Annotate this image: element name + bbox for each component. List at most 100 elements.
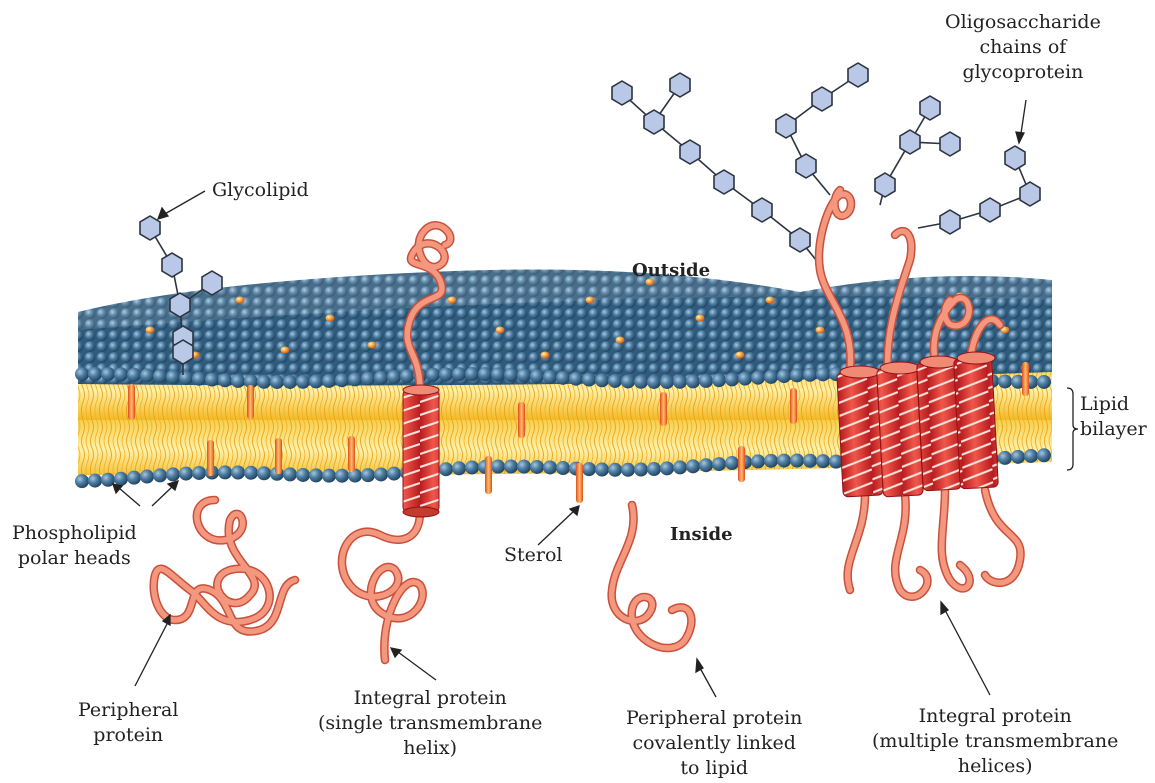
- inner-head-sphere: [621, 463, 635, 477]
- inner-head-sphere: [816, 454, 830, 468]
- inner-head-sphere: [582, 462, 596, 476]
- outer-head-sphere: [283, 375, 297, 389]
- oligosaccharide-label: Oligosaccharide chains of glycoprotein: [945, 10, 1101, 85]
- outer-head-sphere: [686, 374, 700, 388]
- inner-head-sphere: [1037, 448, 1051, 462]
- outer-head-sphere: [699, 374, 713, 388]
- outer-head-sphere: [114, 367, 128, 381]
- outer-head-sphere: [426, 368, 440, 382]
- lipid-bilayer-label-line-1: Lipid: [1080, 392, 1147, 417]
- inner-head-sphere: [452, 461, 466, 475]
- outer-head-sphere: [140, 368, 154, 382]
- outer-head-sphere: [647, 375, 661, 389]
- helix-multi-1: [837, 371, 883, 497]
- inner-head-sphere: [179, 467, 193, 481]
- outer-head-sphere: [803, 368, 817, 382]
- inner-head-sphere: [712, 457, 726, 471]
- outer-head-sphere: [725, 372, 739, 386]
- inner-head-sphere: [218, 465, 232, 479]
- outer-head-sphere: [205, 373, 219, 387]
- outer-head-sphere: [309, 374, 323, 388]
- sterol-head: [766, 297, 775, 304]
- inner-head-sphere: [335, 469, 349, 483]
- inner-head-sphere: [296, 468, 310, 482]
- peripheral-lipid-label-line-3: to lipid: [626, 756, 802, 781]
- oligosaccharide-chains: [612, 63, 1040, 265]
- inner-head-sphere: [244, 466, 258, 480]
- inner-head-sphere: [764, 454, 778, 468]
- outer-head-sphere: [582, 373, 596, 387]
- sterol-head: [496, 327, 505, 334]
- inner-head-sphere: [257, 466, 271, 480]
- outer-head-sphere: [660, 375, 674, 389]
- inner-head-sphere: [283, 467, 297, 481]
- inner-head-sphere: [634, 463, 648, 477]
- outer-head-sphere: [751, 371, 765, 385]
- integral-multiple-label-line-3: helices): [872, 754, 1118, 779]
- peripheral-lipid-label-line-2: covalently linked: [626, 731, 802, 756]
- peripheral-protein-label-line-2: protein: [78, 723, 178, 748]
- outer-head-sphere: [465, 367, 479, 381]
- inner-head-sphere: [114, 472, 128, 486]
- sterol-head: [146, 327, 155, 334]
- outer-head-sphere: [153, 369, 167, 383]
- outer-head-sphere: [361, 372, 375, 386]
- inner-head-sphere: [387, 467, 401, 481]
- inner-head-sphere: [998, 451, 1012, 465]
- helix-single: [403, 390, 439, 512]
- outer-head-sphere: [192, 372, 206, 386]
- inner-head-sphere: [127, 471, 141, 485]
- outer-head-sphere: [543, 370, 557, 384]
- inner-head-sphere: [166, 467, 180, 481]
- inner-head-sphere: [699, 458, 713, 472]
- phospholipid-heads-label: Phospholipid polar heads: [12, 521, 137, 571]
- outside-label: Outside: [632, 258, 710, 283]
- outer-head-sphere: [257, 375, 271, 389]
- outer-head-sphere: [166, 370, 180, 384]
- outer-head-sphere: [348, 372, 362, 386]
- inner-head-sphere: [361, 468, 375, 482]
- inner-head-sphere: [777, 454, 791, 468]
- outer-head-sphere: [673, 375, 687, 389]
- outer-head-sphere: [127, 368, 141, 382]
- outer-head-sphere: [322, 374, 336, 388]
- inner-head-sphere: [192, 466, 206, 480]
- phospholipid-heads-label-line-1: Phospholipid: [12, 521, 137, 546]
- integral-multiple-label: Integral protein (multiple transmembrane…: [872, 704, 1118, 779]
- inner-head-sphere: [1024, 449, 1038, 463]
- inner-head-sphere: [751, 454, 765, 468]
- inner-head-sphere: [309, 468, 323, 482]
- outer-head-sphere: [231, 374, 245, 388]
- inner-head-sphere: [517, 460, 531, 474]
- inner-head-sphere: [465, 460, 479, 474]
- peripheral-lipid-label-line-1: Peripheral protein: [626, 706, 802, 731]
- inner-head-sphere: [88, 474, 102, 488]
- outer-head-sphere: [764, 370, 778, 384]
- sterol-head: [616, 337, 625, 344]
- sterol-head: [586, 297, 595, 304]
- outer-head-sphere: [452, 367, 466, 381]
- outer-head-sphere: [595, 373, 609, 387]
- sterol-head: [541, 352, 550, 359]
- outer-head-sphere: [621, 374, 635, 388]
- inside-label: Inside: [670, 522, 733, 547]
- outer-head-sphere: [738, 372, 752, 386]
- sterol-head: [736, 352, 745, 359]
- inner-head-sphere: [530, 460, 544, 474]
- integral-single-label-line-3: helix): [318, 736, 542, 761]
- inner-head-sphere: [725, 456, 739, 470]
- inner-head-sphere: [543, 460, 557, 474]
- peripheral-protein-label-line-1: Peripheral: [78, 698, 178, 723]
- sterol-label: Sterol: [504, 543, 563, 568]
- outer-head-sphere: [101, 367, 115, 381]
- outer-head-sphere: [439, 367, 453, 381]
- phospholipid-heads-label-line-2: polar heads: [12, 546, 137, 571]
- inner-head-sphere: [647, 462, 661, 476]
- lipid-bilayer-label: Lipid bilayer: [1080, 392, 1147, 442]
- outer-head-sphere: [504, 368, 518, 382]
- outer-head-sphere: [478, 367, 492, 381]
- helix-multi-4: [954, 357, 999, 489]
- inner-head-sphere: [140, 470, 154, 484]
- outer-head-sphere: [634, 375, 648, 389]
- outer-head-sphere: [88, 367, 102, 381]
